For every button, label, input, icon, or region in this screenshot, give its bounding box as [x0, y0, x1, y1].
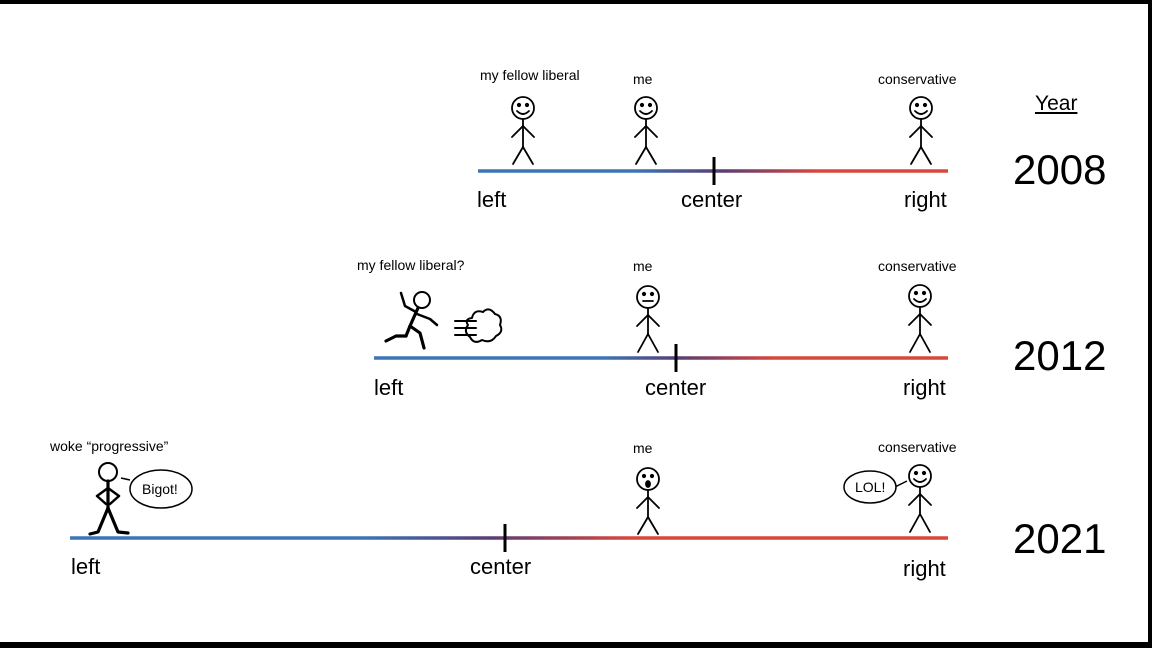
woke-progressive-stick-figure	[88, 462, 130, 536]
figure-label-woke-progressive: woke “progressive”	[50, 438, 169, 454]
axis-label-center-2008: center	[681, 187, 743, 212]
speech-text-lol: LOL!	[855, 479, 886, 495]
row-2021	[70, 462, 948, 552]
conservative-stick-figure-2021	[908, 464, 932, 533]
axis-label-left-2008: left	[477, 187, 507, 212]
speech-pointer-conservative	[894, 480, 908, 488]
top-frame-border	[0, 0, 1152, 4]
speech-text-bigot: Bigot!	[142, 481, 178, 497]
figure-label-me-2012: me	[633, 258, 653, 274]
conservative-stick-figure-2008	[909, 96, 933, 165]
axis-label-left-2021: left	[71, 554, 101, 579]
year-column-header: Year	[1035, 92, 1078, 115]
figure-label-conservative-2012: conservative	[878, 258, 957, 274]
speech-pointer-woke	[120, 477, 131, 481]
conservative-stick-figure-2012	[908, 284, 932, 353]
year-label-2021: 2021	[1013, 515, 1107, 562]
me-stick-figure-2008	[634, 96, 658, 165]
bottom-frame-border	[0, 642, 1152, 648]
speech-bubble-lol	[843, 470, 897, 504]
figure-label-fellow-liberal-question: my fellow liberal?	[357, 257, 465, 273]
axis-label-right-2008: right	[904, 187, 947, 212]
fellow-liberal-stick-figure-2008	[511, 96, 535, 165]
axis-label-center-2012: center	[645, 375, 707, 400]
axis-label-center-2021: center	[470, 554, 532, 579]
figure-label-me-2021: me	[633, 440, 653, 456]
figure-label-fellow-liberal: my fellow liberal	[480, 67, 580, 83]
running-away-stick-figure	[384, 291, 439, 350]
speech-bubble-bigot	[129, 469, 193, 509]
figure-label-conservative-2008: conservative	[878, 71, 957, 87]
axis-label-right-2012: right	[903, 375, 946, 400]
axis-label-right-2021: right	[903, 556, 946, 581]
year-label-2008: 2008	[1013, 146, 1107, 193]
axis-label-left-2012: left	[374, 375, 404, 400]
me-stick-figure-2012	[636, 285, 660, 353]
right-frame-border	[1148, 0, 1152, 648]
year-label-2012: 2012	[1013, 332, 1107, 379]
row-2008	[478, 96, 948, 185]
me-stick-figure-2021	[636, 467, 660, 535]
figure-label-conservative-2021: conservative	[878, 439, 957, 455]
figure-label-me-2008: me	[633, 71, 653, 87]
dust-cloud-icon	[464, 308, 503, 343]
row-2012	[374, 284, 948, 372]
